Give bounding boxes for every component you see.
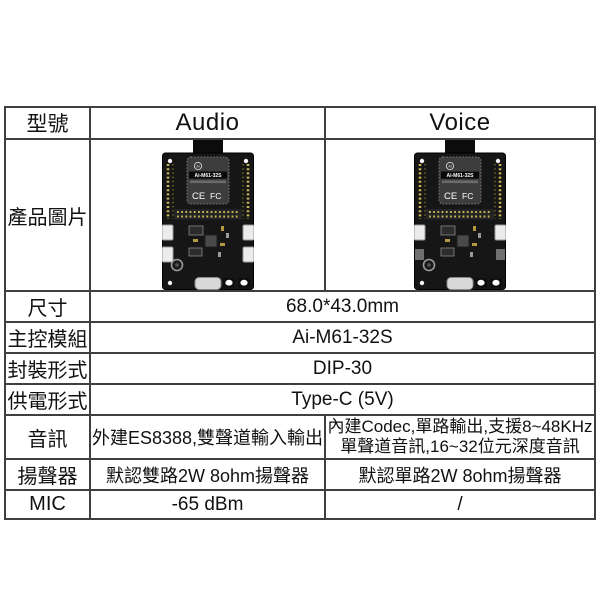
mic-label: MIC (4, 489, 91, 520)
fcc-mark-icon: FC (462, 191, 473, 201)
audio-board-image: Ai Ai-M61-32S CE FC (161, 141, 254, 289)
speaker-connector-right (494, 224, 506, 241)
spec-table: 型號 Audio Voice 產品圖片 (4, 106, 596, 520)
mount-hole (495, 158, 501, 164)
power-label: 供電形式 (4, 383, 91, 416)
ce-mark: CE (444, 191, 457, 202)
wifi-module: Ai Ai-M61-32S CE FC (186, 156, 229, 205)
main-chip (204, 234, 217, 248)
speaker-voice-value: 默認單路2W 8ohm揚聲器 (324, 458, 596, 491)
pcb (161, 152, 254, 289)
ai-logo-icon (445, 161, 455, 171)
header-socket (173, 209, 242, 220)
speaker-audio-value: 默認雙路2W 8ohm揚聲器 (89, 458, 326, 491)
main-module-label: 主控模組 (4, 321, 91, 354)
push-button (237, 278, 250, 288)
type-c-port (446, 277, 474, 289)
module-label: Ai-M61-32S (194, 173, 222, 179)
mount-hole (167, 158, 172, 164)
audio-spec-voice-value: 內建Codec,單路輸出,支援8~48KHz 單聲道音訊,16~32位元深度音訊 (324, 414, 596, 460)
mic-row: MIC -65 dBm / (4, 489, 596, 520)
ai-logo-text: Ai (448, 164, 452, 169)
codec-chip (440, 225, 456, 236)
push-button (490, 278, 502, 288)
fcc-mark-icon: FC (210, 191, 221, 201)
power-row: 供電形式 Type-C (5V) (4, 383, 596, 416)
mount-hole (243, 158, 248, 164)
passive-component (472, 243, 477, 246)
antenna-tab (192, 141, 223, 156)
mount-hole (419, 280, 425, 286)
main-chip (456, 234, 470, 248)
audio-spec-voice-line2: 單聲道音訊,16~32位元深度音訊 (340, 437, 580, 456)
module-subtext (189, 180, 226, 184)
main-module-value: Ai-M61-32S (89, 321, 596, 354)
audio-spec-row: 音訊 外建ES8388,雙聲道輸入輸出 內建Codec,單路輸出,支援8~48K… (4, 414, 596, 460)
size-value: 68.0*43.0mm (89, 290, 596, 323)
ai-logo-icon (193, 161, 202, 171)
header-voice: Voice (324, 106, 596, 140)
voice-board-image: Ai Ai-M61-32S CE FC (414, 141, 506, 289)
speaker-connector-left (414, 224, 426, 241)
microphone-port (427, 263, 431, 267)
passive-component (478, 233, 481, 238)
passive-component (192, 239, 198, 242)
amp-chip (188, 247, 202, 257)
size-label: 尺寸 (4, 290, 91, 323)
push-button (222, 278, 235, 288)
codec-chip (188, 225, 203, 236)
voice-board-cell: Ai Ai-M61-32S CE FC (324, 138, 596, 292)
package-label: 封裝形式 (4, 352, 91, 385)
solder-pad-left (415, 249, 424, 260)
speaker-label: 揚聲器 (4, 458, 91, 491)
ce-mark: CE (192, 191, 205, 202)
module-label-band (441, 171, 479, 179)
passive-component (470, 252, 473, 257)
speaker-connector-right-1 (242, 224, 254, 241)
passive-component (445, 239, 450, 242)
passive-component (220, 226, 224, 231)
speaker-connector-left-1 (161, 224, 173, 241)
ai-logo-text: Ai (196, 164, 200, 169)
main-module-row: 主控模組 Ai-M61-32S (4, 321, 596, 354)
mic-audio-value: -65 dBm (89, 489, 326, 520)
solder-pad-right (496, 249, 505, 260)
power-value: Type-C (5V) (89, 383, 596, 416)
passive-component (219, 243, 225, 246)
module-label-band (188, 171, 227, 179)
mount-hole (167, 280, 172, 286)
header-audio: Audio (89, 106, 326, 140)
product-image-row: 產品圖片 Ai (4, 138, 596, 292)
audio-board-cell: Ai Ai-M61-32S CE FC (89, 138, 326, 292)
antenna-tab (445, 141, 475, 156)
speaker-connector-right-2 (242, 246, 254, 263)
package-value: DIP-30 (89, 352, 596, 385)
speaker-row: 揚聲器 默認雙路2W 8ohm揚聲器 默認單路2W 8ohm揚聲器 (4, 458, 596, 491)
passive-component (217, 252, 221, 257)
module-subtext (442, 180, 478, 184)
module-label: Ai-M61-32S (447, 173, 475, 179)
wifi-module: Ai Ai-M61-32S CE FC (438, 156, 482, 205)
product-image-label: 產品圖片 (4, 138, 91, 292)
microphone-port (174, 263, 179, 267)
passive-component (473, 226, 476, 231)
passive-component (225, 233, 229, 238)
header-model-label: 型號 (4, 106, 91, 140)
amp-chip (440, 247, 455, 257)
header-row: 型號 Audio Voice (4, 106, 596, 140)
audio-spec-label: 音訊 (4, 414, 91, 460)
type-c-port (194, 277, 221, 289)
speaker-connector-left-2 (161, 246, 173, 263)
size-row: 尺寸 68.0*43.0mm (4, 290, 596, 323)
audio-spec-audio-value: 外建ES8388,雙聲道輸入輸出 (89, 414, 326, 460)
push-button (475, 278, 487, 288)
pcb (414, 152, 506, 289)
mic-voice-value: / (324, 489, 596, 520)
audio-spec-voice-line1: 內建Codec,單路輸出,支援8~48KHz (327, 417, 593, 436)
mount-hole (419, 158, 425, 164)
header-socket (426, 209, 494, 220)
package-row: 封裝形式 DIP-30 (4, 352, 596, 385)
